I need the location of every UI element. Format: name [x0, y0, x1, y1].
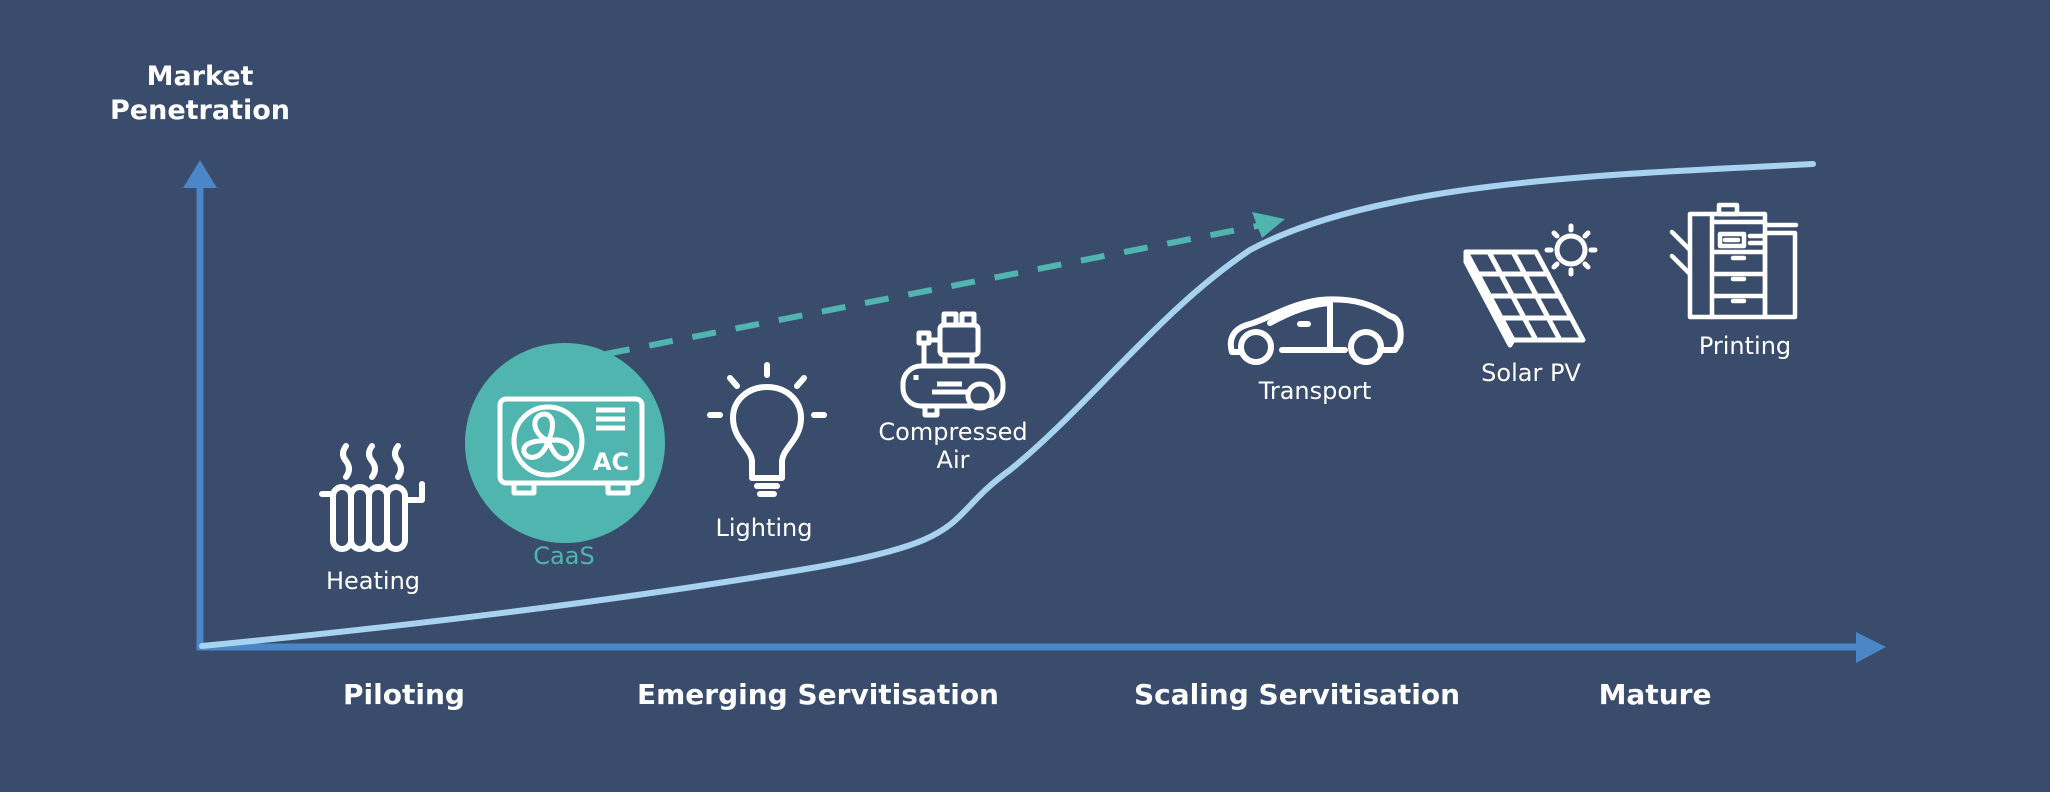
item-label-transport: Transport: [1258, 377, 1372, 405]
y-axis-title-line2: Penetration: [109, 95, 291, 126]
y-axis-title-line1: Market: [146, 61, 254, 92]
ac-icon-text: AC: [593, 448, 629, 476]
item-label-compressed-air: Compressed Air: [878, 418, 1027, 474]
stage-label-piloting: Piloting: [343, 678, 465, 711]
adoption-s-curve: [199, 161, 1816, 649]
stage-label-mature: Mature: [1598, 678, 1712, 711]
stage-label-scaling-servitisation: Scaling Servitisation: [1133, 678, 1461, 711]
car-icon: [1227, 296, 1404, 365]
y-axis: [183, 160, 217, 650]
item-label-compressed-air-line2: Air: [936, 446, 970, 474]
stage-label-emerging-servitisation: Emerging Servitisation: [637, 678, 999, 711]
radiator-icon: [319, 443, 425, 552]
item-label-compressed-air-line1: Compressed: [878, 418, 1028, 446]
y-axis-title: Market Penetration: [110, 60, 290, 128]
solar-panel-icon: [1463, 223, 1598, 348]
light-bulb-icon: [707, 362, 827, 497]
item-label-heating: Heating: [325, 567, 421, 595]
printer-icon: [1669, 202, 1799, 320]
x-axis: [197, 632, 1886, 663]
air-conditioner-icon: AC: [465, 343, 665, 543]
item-label-solar-pv: Solar PV: [1481, 359, 1581, 387]
air-compressor-icon: [900, 311, 1006, 418]
progress-dashed-arrow: [605, 212, 1285, 357]
item-label-caas: CaaS: [533, 542, 595, 570]
item-label-printing: Printing: [1698, 332, 1792, 360]
item-label-lighting: Lighting: [715, 514, 813, 542]
